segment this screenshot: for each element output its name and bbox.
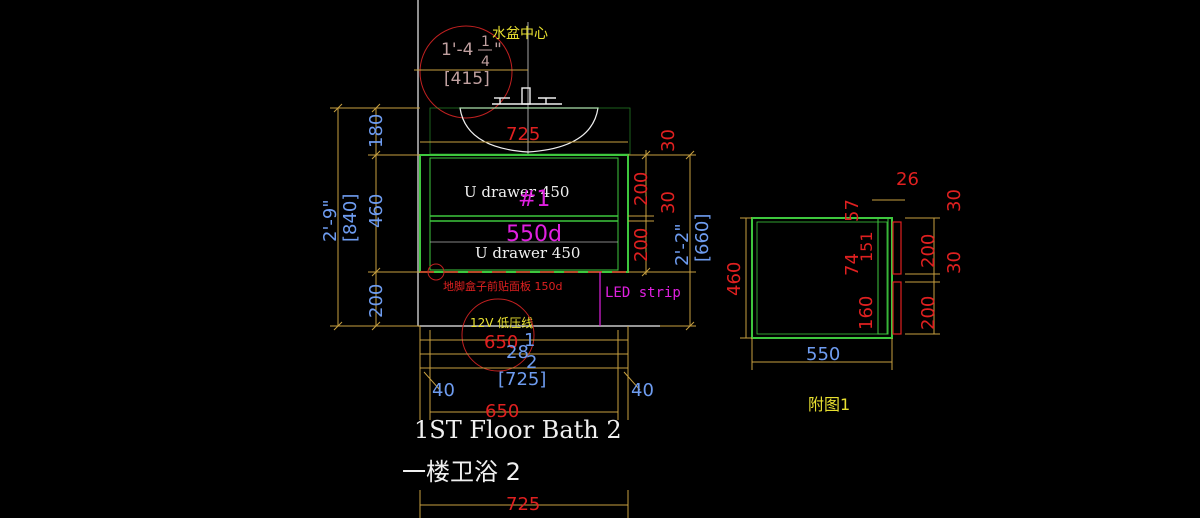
cabinet-inner bbox=[429, 157, 619, 271]
side-drawer-front-top bbox=[892, 221, 902, 275]
side-dim-26: 26 bbox=[896, 169, 919, 190]
side-dim-151: 151 bbox=[857, 231, 876, 262]
figure-caption: 附图1 bbox=[808, 395, 850, 414]
basin-dim-imperial: 1'-4 bbox=[441, 40, 473, 60]
side-view-figure: 460 550 26 57 74 151 160 30 200 30 200 附… bbox=[724, 169, 965, 414]
dim-725-top: 725 bbox=[506, 124, 540, 145]
basin-plan-circle bbox=[419, 25, 513, 119]
side-dim-74: 74 bbox=[842, 253, 863, 276]
drawer-top-label: U drawer 450 bbox=[464, 183, 569, 201]
side-dim-200-b: 200 bbox=[918, 296, 939, 330]
side-dim-550: 550 bbox=[806, 344, 840, 365]
dim-180: 180 bbox=[366, 114, 387, 148]
dim-40-right: 40 bbox=[631, 380, 654, 401]
dim-right-200-b: 200 bbox=[631, 228, 652, 262]
dim-28: 28 bbox=[506, 342, 529, 363]
dim-cab-imperial: 2'-2" bbox=[672, 223, 693, 266]
tag-depth: 550d bbox=[506, 222, 562, 247]
side-dim-460: 460 bbox=[724, 262, 745, 296]
side-dim-30-b: 30 bbox=[944, 251, 965, 274]
dim-right-30-a: 30 bbox=[658, 129, 679, 152]
low-voltage-note: 12V 低压线 bbox=[470, 316, 533, 330]
dim-total-metric: [840] bbox=[340, 194, 361, 242]
right-dimension-chain bbox=[628, 150, 696, 331]
drawer-bottom-label: U drawer 450 bbox=[475, 244, 580, 262]
dim-725-metric: [725] bbox=[498, 369, 546, 390]
side-dim-57: 57 bbox=[842, 199, 863, 222]
basin-dim-frac-den: 4 bbox=[481, 54, 490, 70]
dim-right-200-a: 200 bbox=[631, 172, 652, 206]
basin-dim-quote: " bbox=[494, 40, 502, 60]
side-cabinet-outline bbox=[751, 217, 893, 339]
basin-bowl bbox=[459, 107, 599, 153]
dim-725-bottom: 725 bbox=[506, 494, 540, 515]
dim-right-30-b: 30 bbox=[658, 191, 679, 214]
side-dim-160: 160 bbox=[856, 296, 877, 330]
dim-frac-1: 1 bbox=[524, 330, 535, 351]
tag-number: #1 bbox=[518, 187, 550, 212]
left-dimension-chain bbox=[330, 103, 420, 331]
title-english: 1ST Floor Bath 2 bbox=[414, 416, 622, 444]
front-elevation: U drawer 450 U drawer 450 #1 550d 地脚盒子前贴… bbox=[320, 0, 713, 518]
basin-center-label: 水盆中心 bbox=[492, 26, 548, 42]
dim-650-small: 650 bbox=[484, 332, 518, 353]
dim-cab-metric: [660] bbox=[692, 214, 713, 262]
led-strip-note: LED strip bbox=[605, 285, 681, 301]
kick-panel-note: 地脚盒子前贴面板 150d bbox=[443, 279, 562, 293]
dim-total-imperial: 2'-9" bbox=[320, 199, 341, 242]
basin-dim-frac-num: 1 bbox=[481, 34, 490, 50]
side-cabinet-inner bbox=[756, 221, 888, 335]
basin-dim-metric: [415] bbox=[444, 69, 490, 89]
side-dim-200-a: 200 bbox=[918, 234, 939, 268]
kick-marker-icon bbox=[427, 263, 445, 281]
dim-650: 650 bbox=[485, 401, 519, 422]
side-rail bbox=[877, 217, 889, 335]
bottom-dimension-chain bbox=[419, 326, 641, 518]
title-chinese: 一楼卫浴 2 bbox=[402, 458, 521, 486]
dim-460: 460 bbox=[366, 194, 387, 228]
dim-40-left: 40 bbox=[432, 380, 455, 401]
side-dim-30-a: 30 bbox=[944, 189, 965, 212]
faucet-icon bbox=[492, 87, 562, 105]
side-drawer-front-bottom bbox=[892, 281, 902, 335]
dim-frac-2: 2 bbox=[526, 352, 537, 373]
side-dimension-lines bbox=[740, 199, 940, 370]
low-voltage-circle bbox=[461, 298, 535, 372]
dim-200: 200 bbox=[366, 284, 387, 318]
